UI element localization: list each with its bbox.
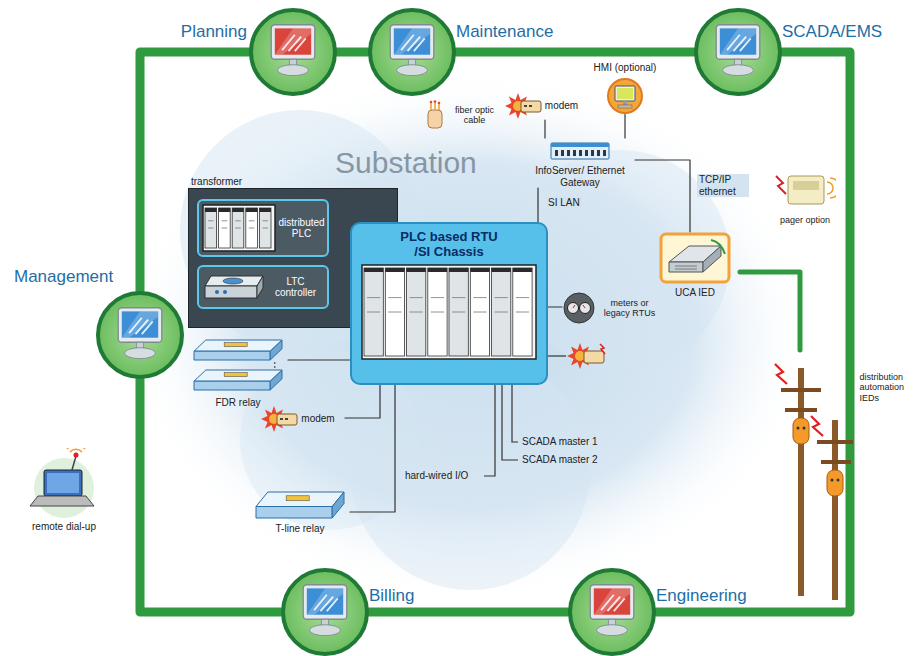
laptop-icon	[24, 448, 104, 518]
network-link	[369, 608, 568, 617]
wire-label: hard-wired I/O	[405, 470, 468, 482]
device-label: remote dial-up	[32, 521, 96, 533]
department-label: Planning	[181, 22, 247, 42]
relay-icon	[192, 338, 284, 394]
device-label: distribution automation IEDs	[860, 372, 916, 403]
modem-device: modem	[505, 92, 577, 120]
network-link	[337, 48, 368, 57]
signal-line	[345, 385, 380, 418]
panel-label: transformer	[191, 176, 242, 188]
department-label: Engineering	[656, 586, 747, 606]
monitor-icon	[100, 295, 180, 375]
area-title: Substation	[335, 146, 477, 181]
signal-line	[537, 188, 538, 222]
wire-label: SCADA master 1	[522, 436, 598, 448]
signal-line	[544, 120, 545, 138]
monitor-icon	[253, 12, 333, 92]
ied-device: UCA IED	[650, 232, 740, 299]
pager-device: pager option	[770, 168, 840, 225]
relay-icon	[254, 490, 346, 520]
device-label: T-line relay	[276, 523, 325, 535]
signal-line	[548, 306, 562, 307]
network-link	[740, 272, 800, 350]
rack-icon	[361, 264, 537, 360]
device-label: FDR relay	[215, 397, 260, 409]
modem-icon	[504, 92, 542, 120]
signal-line	[350, 385, 395, 512]
edge-label: TCP/IP ethernet	[697, 174, 749, 197]
radio-modem-icon	[567, 343, 605, 369]
device-label: LTC controller	[268, 276, 324, 299]
department-circle: SCADA/EMS	[694, 8, 782, 96]
rtu-chassis: PLC based RTU /SI Chassis	[350, 222, 548, 385]
device-label: fiber optic cable	[449, 105, 501, 126]
network-link	[656, 52, 850, 612]
monitor-icon	[698, 12, 778, 92]
signal-line	[635, 160, 690, 232]
network-link	[140, 379, 281, 612]
department-circle: Billing	[281, 568, 369, 656]
device-label: HMI (optional)	[594, 62, 657, 74]
meter-icon	[563, 292, 595, 324]
monitor-icon	[372, 12, 452, 92]
rtu-title: PLC based RTU /SI Chassis	[393, 230, 505, 260]
department-label: Billing	[369, 586, 414, 606]
department-label: Management	[14, 267, 113, 287]
fiber-device: fiber optic cable	[422, 100, 502, 130]
device-label: UCA IED	[675, 287, 715, 299]
rack-icon	[202, 204, 276, 252]
pole-ieds: distribution automation IEDs	[770, 350, 916, 600]
monitor-icon	[572, 572, 652, 652]
device-label: pager option	[780, 215, 830, 225]
network-link	[456, 48, 694, 57]
device-label: modem	[545, 100, 578, 112]
department-circle: Planning	[249, 8, 337, 96]
laptop-device: remote dial-up	[14, 448, 114, 533]
gateway-device: InfoServer/ Ethernet Gateway	[525, 138, 635, 188]
hmi-icon	[606, 77, 644, 115]
department-label: Maintenance	[456, 22, 553, 42]
utility-pole-icon	[771, 350, 857, 600]
department-circle: Engineering	[568, 568, 656, 656]
department-circle: Management	[96, 291, 184, 379]
device-label: meters or legacy RTUs	[598, 298, 662, 319]
relay-device: T-line relay	[250, 490, 350, 535]
relay-device: FDR relay	[188, 338, 288, 409]
wire-label: SCADA master 2	[522, 454, 598, 466]
pager-icon	[774, 168, 836, 212]
modem-device: modem	[250, 405, 345, 433]
fiber-icon	[424, 100, 446, 130]
signal-line	[624, 115, 625, 139]
modem-icon	[260, 405, 298, 433]
signal-line	[288, 359, 350, 360]
plc-box: distributed PLC	[197, 199, 329, 257]
edge-label: SI LAN	[546, 197, 582, 209]
gateway-icon	[550, 138, 610, 162]
controller-icon	[203, 270, 265, 304]
ied-icon	[659, 232, 731, 284]
device-label: distributed PLC	[279, 217, 325, 240]
department-label: SCADA/EMS	[782, 22, 882, 42]
controller-box: LTC controller	[197, 265, 329, 309]
monitor-icon	[285, 572, 365, 652]
device-label: modem	[301, 413, 334, 425]
meter-device: meters or legacy RTUs	[562, 292, 662, 324]
device-label: InfoServer/ Ethernet Gateway	[525, 165, 635, 188]
hmi-device: HMI (optional)	[585, 62, 665, 115]
department-circle: Maintenance	[368, 8, 456, 96]
